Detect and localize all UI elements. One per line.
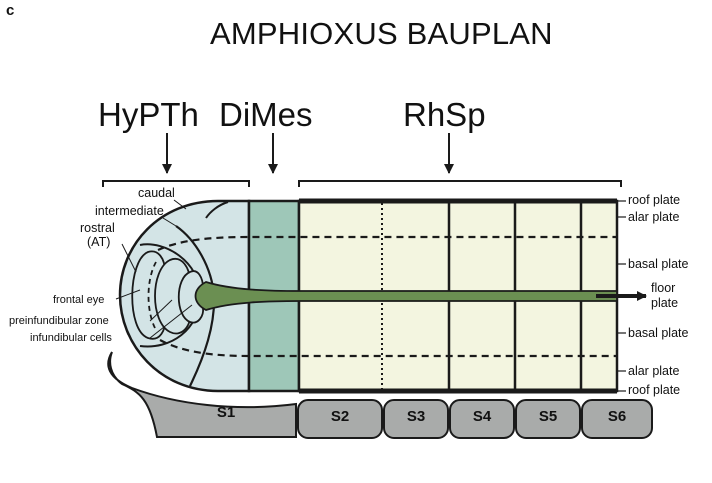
infundibular-structure [177,270,204,324]
label-alar-plate-top: alar plate [628,210,680,224]
somite-s6 [581,399,653,439]
infundibular-leader [149,304,193,339]
caudal-leader [173,199,187,210]
region-label-rhsp: RhSp [403,96,486,133]
preinfundibular-zone-structure [154,258,192,335]
segment-label-s3: S3 [406,408,426,425]
inner-dashed-boundary [147,261,157,331]
hypth-bracket [102,180,250,187]
somite-s2 [297,399,383,439]
somite-s4 [449,399,515,439]
label-roof-plate-bottom: roof plate [628,383,681,397]
region-label-dimes: DiMes [219,96,313,133]
intermediate-leader [162,217,177,227]
label-alar-plate-bottom: alar plate [628,364,680,378]
zone-label-intermediate: intermediate [95,204,164,218]
rhsp-bracket [298,180,622,187]
zone-label-rostral: rostral [80,221,115,235]
alar-basal-boundary-top [157,235,617,252]
panel-letter: c [6,2,15,19]
label-frontal-eye: frontal eye [53,294,105,306]
label-basal-plate-bottom: basal plate [628,326,689,340]
alar-basal-boundary-bottom [159,339,617,358]
zone-label-rostral-abbr: (AT) [87,235,111,249]
floor-plate-band [194,281,618,311]
frontal-eye-leader [115,289,141,300]
label-basal-plate-top: basal plate [628,257,689,271]
segment-label-s1: S1 [216,404,236,421]
region-label-hypth: HyPTh [98,96,199,133]
segment-label-s6: S6 [607,408,627,425]
zone-label-caudal: caudal [138,186,175,200]
diagram-title: AMPHIOXUS BAUPLAN [210,16,553,51]
frontal-eye-structure [131,250,166,340]
label-floor-plate-line2: plate [651,296,679,310]
label-floor-plate-line1: floor [651,281,676,295]
label-preinfundibular-zone: preinfundibular zone [9,315,109,327]
preinfundibular-leader [149,299,173,322]
segment-label-s5: S5 [538,408,558,425]
somite-s3 [383,399,449,439]
segment-label-s4: S4 [472,408,492,425]
somite-s1 [107,351,297,438]
somite-s5 [515,399,581,439]
segment-label-s2: S2 [330,408,350,425]
label-roof-plate-top: roof plate [628,193,681,207]
rostral-leader [121,243,137,273]
caudal-zone-boundary [205,201,229,219]
label-infundibular-cells: infundibular cells [30,332,112,344]
